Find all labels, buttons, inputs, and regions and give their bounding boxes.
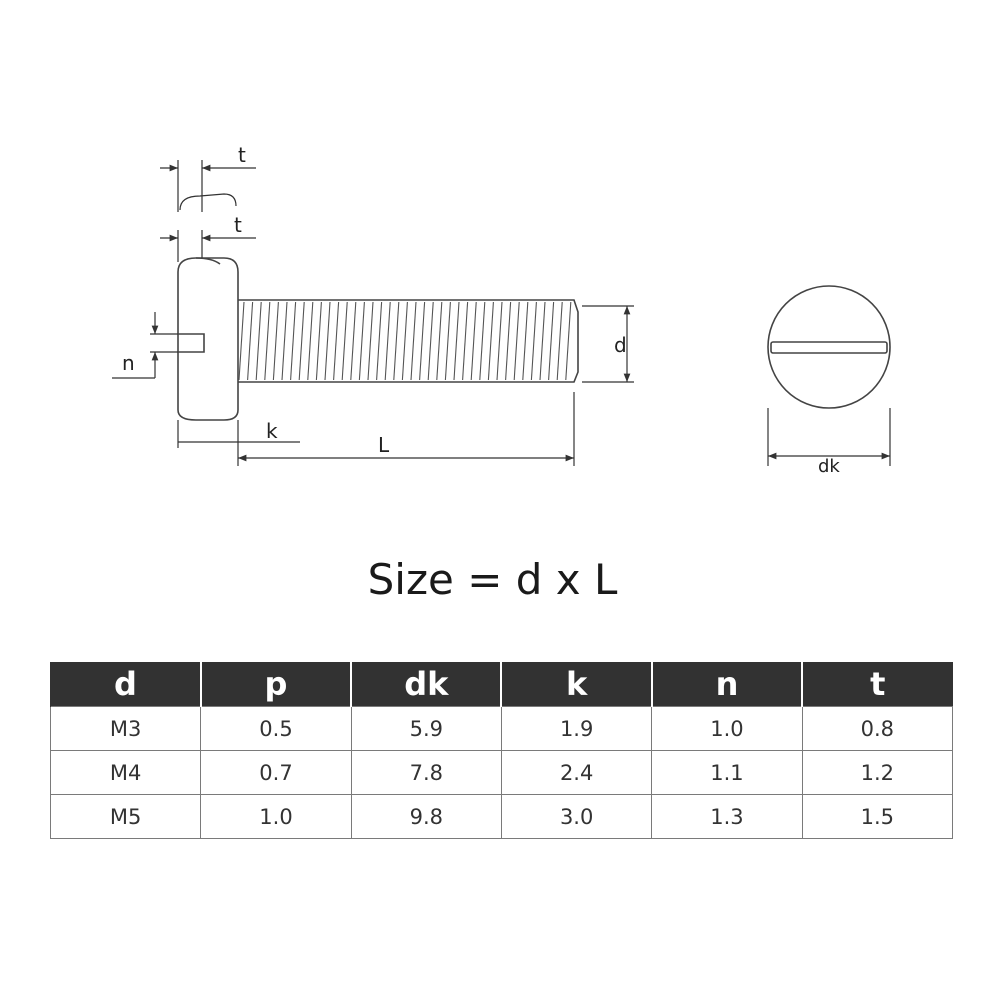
header-dk: dk	[350, 662, 502, 707]
table-cell: 0.7	[200, 750, 352, 795]
table-row: M3 0.5 5.9 1.9 1.0 0.8	[49, 706, 954, 751]
table-cell: M3	[49, 706, 202, 751]
table-row: M4 0.7 7.8 2.4 1.1 1.2	[49, 750, 954, 795]
screw-head-side-view	[177, 257, 239, 421]
table-cell: 1.5	[801, 794, 954, 839]
header-k: k	[500, 662, 652, 707]
header-t: t	[801, 662, 953, 707]
spec-table: d p dk k n t M3 0.5 5.9 1.9 1.0 0.8 M4 0…	[49, 662, 954, 839]
table-cell: 5.9	[350, 706, 502, 751]
label-n: n	[122, 351, 135, 375]
table-cell: 3.0	[500, 794, 653, 839]
label-t-top: t	[238, 143, 246, 167]
label-L: L	[378, 433, 390, 457]
label-dk: dk	[818, 456, 840, 477]
table-cell: M4	[49, 750, 202, 795]
screw-thread-shank	[238, 299, 579, 383]
table-header-row: d p dk k n t	[49, 662, 953, 707]
header-d: d	[49, 662, 201, 707]
header-p: p	[199, 662, 352, 707]
header-n: n	[650, 662, 803, 707]
table-cell: 1.0	[200, 794, 352, 839]
table-cell: 1.3	[651, 794, 803, 839]
screw-head-top-view	[767, 285, 891, 409]
table-cell: 0.5	[200, 706, 352, 751]
dimension-lines	[112, 160, 891, 466]
table-cell: 0.8	[801, 706, 954, 751]
table-row: M5 1.0 9.8 3.0 1.3 1.5	[49, 794, 954, 839]
label-k: k	[266, 419, 278, 443]
table-cell: 9.8	[350, 794, 502, 839]
size-formula: Size = d x L	[367, 555, 618, 604]
table-cell: 1.0	[651, 706, 803, 751]
table-cell: 1.1	[651, 750, 803, 795]
table-cell: 2.4	[500, 750, 653, 795]
label-t-middle: t	[234, 213, 242, 237]
screw-technical-drawing: t t n k L d dk	[112, 143, 891, 477]
table-cell: M5	[49, 794, 202, 839]
table-cell: 1.9	[500, 706, 653, 751]
table-cell: 1.2	[801, 750, 954, 795]
label-d: d	[614, 333, 627, 357]
table-cell: 7.8	[350, 750, 502, 795]
